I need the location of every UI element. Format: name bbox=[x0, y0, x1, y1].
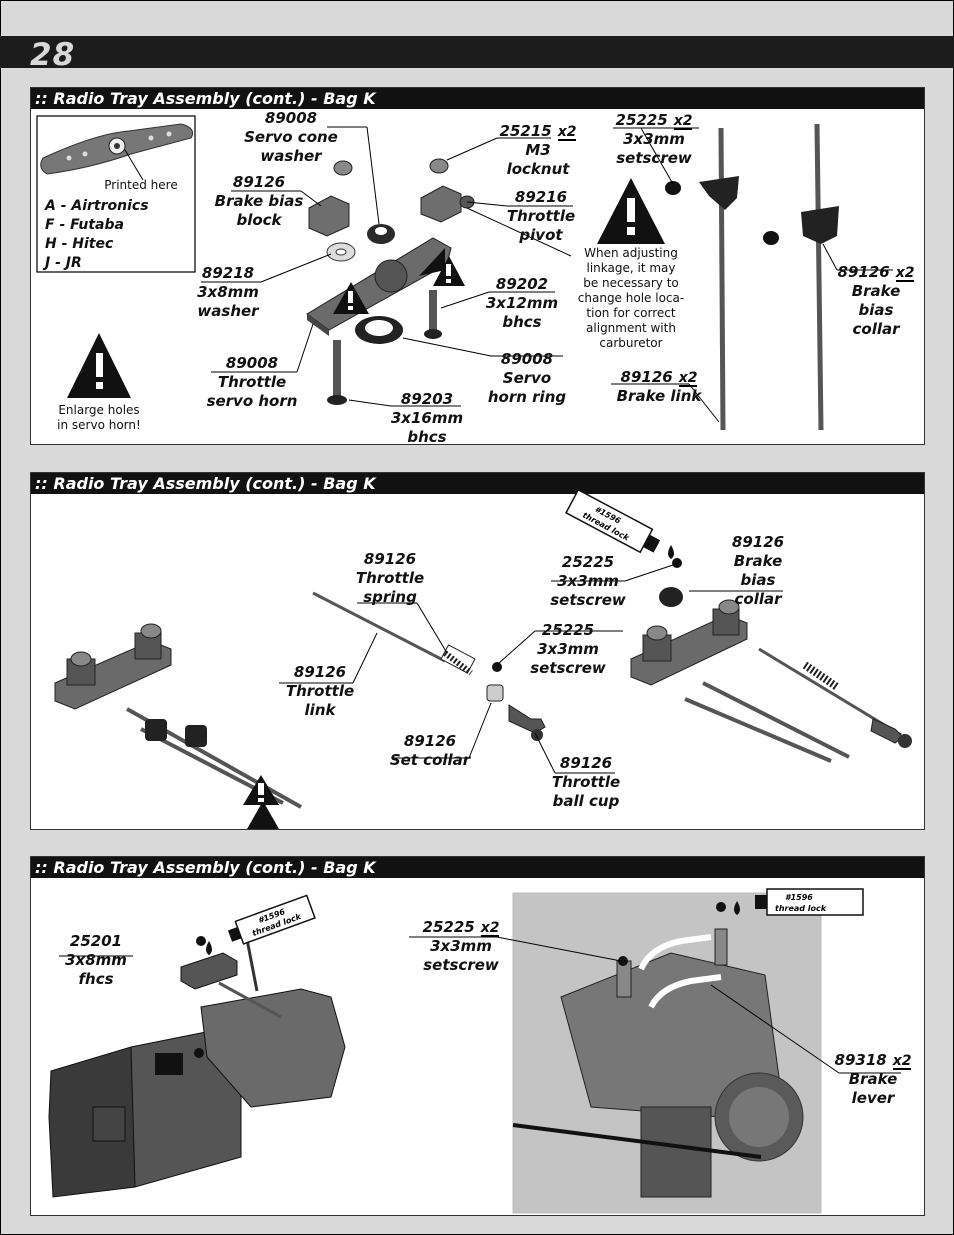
part-label-bhcs-3x12: 89202 3x12mm bhcs bbox=[485, 275, 559, 331]
printed-here-note: Printed here bbox=[104, 178, 178, 192]
part-label-brake-bias-block: 89126 Brake bias block bbox=[214, 173, 304, 229]
part-label-fhcs: 25201 3x8mm fhcs bbox=[65, 932, 127, 988]
exploded-view-illustration bbox=[36, 115, 893, 431]
page-number: 28 bbox=[30, 37, 76, 73]
radio-tray-brake-illustration: #1596 thread lock #1596 thread lock bbox=[48, 888, 901, 1214]
part-label-servo-horn-ring: 89008 Servo horn ring bbox=[487, 350, 567, 406]
part-label-throttle-servo-horn: 89008 Throttle servo horn bbox=[206, 354, 298, 410]
step-panel-3: :: Radio Tray Assembly (cont.) - Bag K #… bbox=[30, 856, 925, 1216]
part-label-bhcs-3x16: 89203 3x16mm bhcs bbox=[390, 390, 464, 446]
threadlock-b-number: #1596 bbox=[785, 893, 813, 902]
step-panel-1: :: Radio Tray Assembly (cont.) - Bag K bbox=[30, 87, 925, 446]
throttle-linkage-illustration: #1596 thread lock bbox=[54, 488, 912, 829]
part-label-brake-bias-collar: 89126 Brake bias collar bbox=[731, 533, 785, 608]
part-label-throttle-spring: 89126 Throttle spring bbox=[355, 550, 425, 606]
section-header: :: Radio Tray Assembly (cont.) - Bag K bbox=[31, 857, 924, 878]
section-header: :: Radio Tray Assembly (cont.) - Bag K bbox=[31, 473, 924, 494]
part-label-throttle-ball-cup: 89126 Throttle ball cup bbox=[551, 754, 621, 810]
part-label-setscrew-b: 25225 3x3mm setscrew bbox=[530, 621, 606, 677]
brand-hitec: H - Hitec bbox=[45, 236, 114, 252]
brand-futaba: F - Futaba bbox=[45, 217, 124, 233]
part-label-servo-cone-washer: 89008 Servo cone washer bbox=[244, 109, 338, 165]
part-label-washer-3x8: 89218 3x8mm washer bbox=[197, 264, 259, 320]
brand-jr: J - JR bbox=[45, 255, 82, 271]
part-label-set-collar: 89126 Set collar bbox=[389, 732, 471, 769]
brand-airtronics: A - Airtronics bbox=[45, 198, 149, 214]
part-label-throttle-link: 89126 Throttle link bbox=[285, 663, 355, 719]
part-label-setscrew-a: 25225 3x3mm setscrew bbox=[550, 553, 626, 609]
step-panel-2: :: Radio Tray Assembly (cont.) - Bag K #… bbox=[30, 472, 925, 830]
part-label-throttle-pivot: 89216 Throttle pivot bbox=[506, 188, 576, 244]
page-header-bar bbox=[0, 36, 954, 68]
threadlock-b-name: thread lock bbox=[775, 904, 827, 913]
section-header: :: Radio Tray Assembly (cont.) - Bag K bbox=[31, 88, 924, 109]
